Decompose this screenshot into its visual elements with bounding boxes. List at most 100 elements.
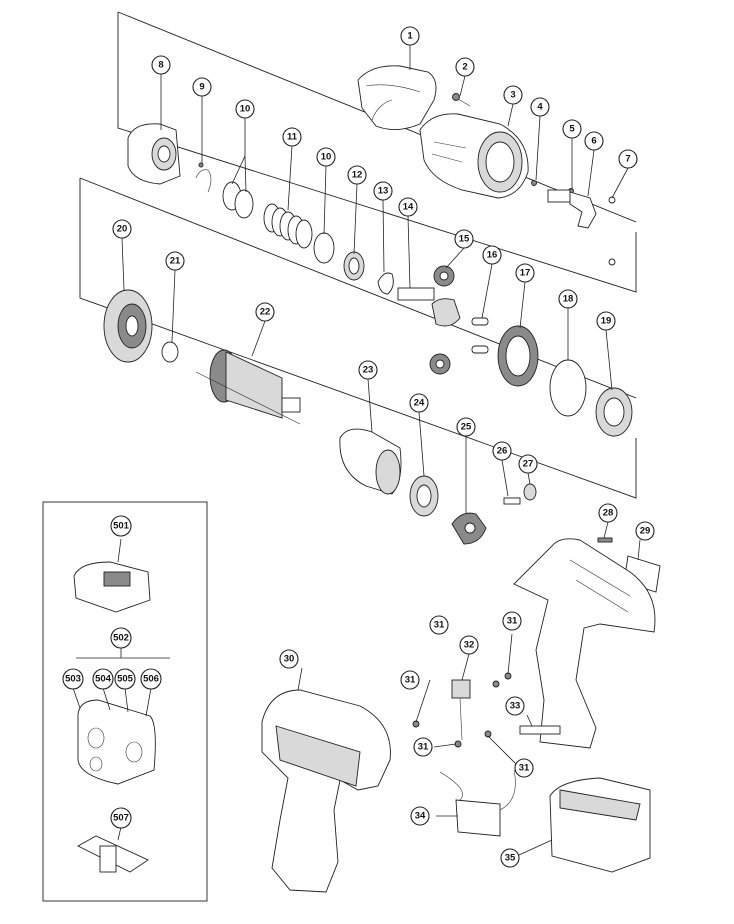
part-502-case bbox=[77, 699, 156, 785]
part-22-armature bbox=[195, 349, 301, 425]
callout-8: 8 bbox=[151, 55, 171, 75]
callout-9: 9 bbox=[192, 77, 212, 97]
callout-27: 27 bbox=[518, 454, 538, 474]
accessories-box bbox=[42, 501, 208, 902]
part-14-spindle bbox=[397, 287, 461, 327]
callout-number: 22 bbox=[260, 307, 271, 318]
callout-number: 33 bbox=[510, 701, 521, 712]
callout-number: 31 bbox=[405, 675, 416, 686]
callout-number: 19 bbox=[601, 316, 612, 327]
callout-number: 20 bbox=[117, 224, 128, 235]
callout-26: 26 bbox=[492, 441, 512, 461]
callout-29: 29 bbox=[635, 521, 655, 541]
part-23-stator bbox=[339, 428, 402, 495]
part-12-washer bbox=[343, 251, 365, 281]
callout-5: 5 bbox=[562, 119, 582, 139]
callout-number: 10 bbox=[240, 104, 251, 115]
callout-31: 31 bbox=[413, 737, 433, 757]
callout-32: 32 bbox=[459, 635, 479, 655]
part-18-o-ring bbox=[549, 359, 587, 417]
callout-number: 29 bbox=[640, 526, 651, 537]
callout-number: 505 bbox=[117, 674, 134, 685]
part-3-hammer-case bbox=[419, 113, 529, 199]
callout-number: 2 bbox=[462, 62, 467, 73]
callout-30: 30 bbox=[279, 649, 299, 669]
callout-number: 25 bbox=[461, 422, 472, 433]
middle-assembly-frame bbox=[79, 177, 637, 499]
callout-number: 16 bbox=[487, 250, 498, 261]
callout-22: 22 bbox=[255, 302, 275, 322]
callout-507: 507 bbox=[110, 807, 132, 829]
callout-number: 12 bbox=[352, 170, 363, 181]
callout-28: 28 bbox=[598, 503, 618, 523]
callout-number: 18 bbox=[563, 294, 574, 305]
callout-34: 34 bbox=[410, 806, 430, 826]
callout-24: 24 bbox=[409, 393, 429, 413]
part-19-bearing bbox=[595, 387, 633, 437]
callout-number: 4 bbox=[537, 102, 543, 113]
callout-number: 14 bbox=[403, 202, 414, 213]
callout-2: 2 bbox=[455, 57, 475, 77]
part-6-anvil bbox=[547, 189, 597, 229]
callout-3: 3 bbox=[503, 85, 523, 105]
callout-number: 31 bbox=[418, 742, 429, 753]
callout-number: 15 bbox=[459, 234, 470, 245]
callout-25: 25 bbox=[456, 417, 476, 437]
part-2-screw bbox=[452, 93, 471, 107]
callout-11: 11 bbox=[282, 127, 302, 147]
callout-13: 13 bbox=[373, 181, 393, 201]
part-24-insulator bbox=[409, 475, 439, 517]
callout-number: 3 bbox=[510, 90, 515, 101]
part-17-internal-gear bbox=[497, 325, 539, 387]
callout-number: 26 bbox=[497, 446, 508, 457]
callout-16: 16 bbox=[482, 245, 502, 265]
part-28-screw bbox=[597, 537, 613, 543]
callout-number: 6 bbox=[591, 136, 596, 147]
part-15-idle-gears bbox=[429, 265, 455, 375]
callout-18: 18 bbox=[558, 289, 578, 309]
callout-501: 501 bbox=[110, 515, 132, 537]
callout-number: 9 bbox=[199, 82, 204, 93]
callout-number: 504 bbox=[95, 674, 112, 685]
callout-number: 31 bbox=[434, 620, 445, 631]
callout-number: 507 bbox=[113, 813, 129, 824]
callout-number: 8 bbox=[158, 60, 163, 71]
part-20-fan bbox=[103, 289, 153, 363]
part-501-charger bbox=[73, 561, 151, 613]
callout-504: 504 bbox=[92, 668, 114, 690]
callout-number: 1 bbox=[407, 31, 413, 42]
callout-7: 7 bbox=[618, 149, 638, 169]
part-27-knob bbox=[523, 483, 537, 501]
callout-14: 14 bbox=[398, 197, 418, 217]
callout-number: 32 bbox=[464, 640, 475, 651]
callout-31: 31 bbox=[429, 615, 449, 635]
callout-number: 35 bbox=[505, 853, 516, 864]
callout-10: 10 bbox=[235, 99, 255, 119]
callout-number: 11 bbox=[287, 132, 298, 143]
part-10-washers bbox=[222, 181, 335, 264]
callout-31: 31 bbox=[400, 670, 420, 690]
part-4-pin bbox=[531, 180, 537, 186]
callout-17: 17 bbox=[515, 263, 535, 283]
callout-number: 31 bbox=[519, 763, 530, 774]
callout-number: 506 bbox=[143, 674, 159, 685]
callout-505: 505 bbox=[114, 668, 136, 690]
part-32-switch bbox=[451, 679, 471, 741]
callout-number: 5 bbox=[569, 124, 575, 135]
part-26-screw bbox=[503, 497, 521, 505]
callout-number: 27 bbox=[523, 459, 534, 470]
part-9-ring bbox=[195, 162, 212, 193]
callout-503: 503 bbox=[62, 668, 84, 690]
callout-number: 502 bbox=[113, 633, 129, 644]
callout-1: 1 bbox=[400, 26, 420, 46]
callout-502: 502 bbox=[110, 627, 132, 649]
callout-labels: 1234567891010111213141516171819202122232… bbox=[62, 26, 655, 868]
part-25-switch-board bbox=[451, 512, 487, 545]
callout-23: 23 bbox=[358, 360, 378, 380]
callout-number: 7 bbox=[625, 154, 630, 165]
part-21-washer bbox=[161, 341, 179, 363]
callout-6: 6 bbox=[584, 131, 604, 151]
callout-number: 24 bbox=[414, 398, 425, 409]
part-33-strip bbox=[519, 725, 561, 735]
